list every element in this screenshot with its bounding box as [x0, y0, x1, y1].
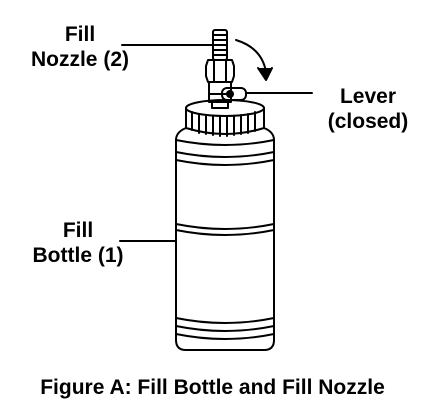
figure-caption: Figure A: Fill Bottle and Fill Nozzle [40, 376, 385, 399]
fill-bottle-label-line2: Bottle (1) [32, 244, 124, 267]
fill-nozzle-label: Fill Nozzle (2) [20, 22, 140, 72]
fill-bottle [175, 139, 275, 351]
lever-label: Lever (closed) [318, 84, 418, 134]
fill-bottle-label-line1: Fill [62, 219, 94, 242]
fill-nozzle-label-line2: Nozzle (2) [30, 48, 129, 71]
fill-nozzle-label-line1: Fill [64, 23, 96, 46]
lever-label-line2: (closed) [327, 110, 409, 133]
lever-label-line1: Lever [339, 85, 397, 108]
bottle-cap [175, 99, 275, 141]
fill-bottle-label: Fill Bottle (1) [18, 218, 138, 268]
fill-nozzle [205, 29, 235, 109]
rotate-arrow-icon [235, 39, 273, 81]
